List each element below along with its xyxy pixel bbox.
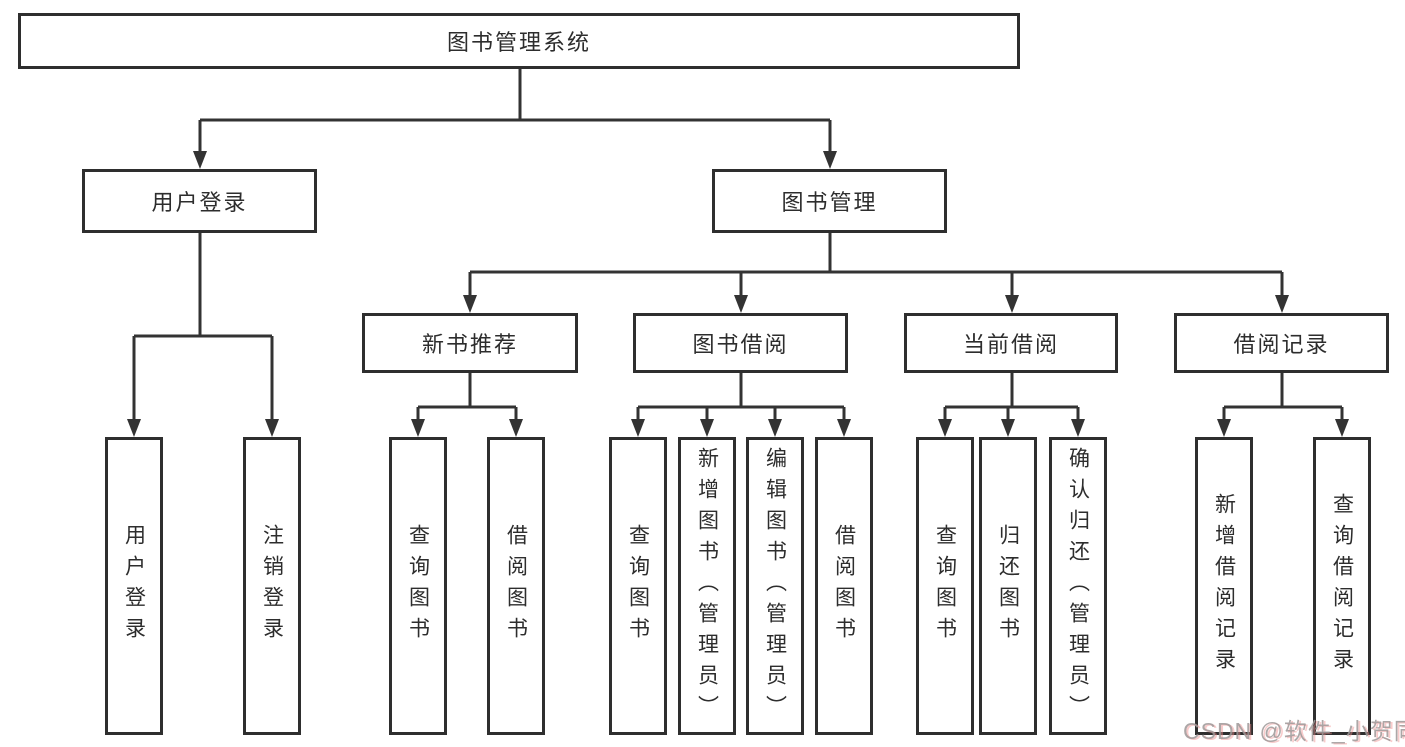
node-leaf-borrow-books-borrow-label: 借阅图书 <box>832 524 856 648</box>
node-leaf-logout: 注销登录 <box>243 437 301 735</box>
connector-records-to-leaves <box>1222 373 1344 421</box>
node-new-book-recommend: 新书推荐 <box>362 313 578 373</box>
node-leaf-add-book-admin-label: 新增图书（管理员） <box>695 446 719 726</box>
connector-currentborrow-to-leaves <box>943 373 1080 421</box>
node-leaf-confirm-return-admin: 确认归还（管理员） <box>1049 437 1107 735</box>
node-user-login: 用户登录 <box>82 169 317 233</box>
node-book-borrow: 图书借阅 <box>633 313 848 373</box>
node-current-borrow: 当前借阅 <box>904 313 1118 373</box>
connector-root-to-level1 <box>198 69 832 153</box>
node-leaf-add-borrow-record-label: 新增借阅记录 <box>1212 493 1236 679</box>
node-leaf-return-book-label: 归还图书 <box>996 524 1020 648</box>
node-leaf-logout-label: 注销登录 <box>260 524 284 648</box>
node-borrow-records: 借阅记录 <box>1174 313 1389 373</box>
arrowheads <box>127 151 1349 437</box>
connector-bookborrow-to-leaves <box>636 373 846 421</box>
node-book-borrow-label: 图书借阅 <box>692 332 789 357</box>
node-leaf-query-books-newbook-label: 查询图书 <box>406 524 430 648</box>
node-leaf-borrow-books-borrow: 借阅图书 <box>815 437 873 735</box>
connector-userlogin-to-leaves <box>132 233 274 421</box>
node-new-book-recommend-label: 新书推荐 <box>421 332 518 357</box>
node-leaf-query-borrow-record-label: 查询借阅记录 <box>1330 493 1354 679</box>
node-leaf-query-books-borrow: 查询图书 <box>609 437 667 735</box>
node-leaf-query-borrow-record: 查询借阅记录 <box>1313 437 1371 735</box>
node-book-management: 图书管理 <box>712 169 947 233</box>
node-leaf-add-borrow-record: 新增借阅记录 <box>1195 437 1253 735</box>
node-root: 图书管理系统 <box>18 13 1020 69</box>
node-leaf-edit-book-admin: 编辑图书（管理员） <box>746 437 804 735</box>
node-leaf-confirm-return-admin-label: 确认归还（管理员） <box>1066 446 1090 726</box>
node-leaf-query-books-borrow-label: 查询图书 <box>626 524 650 648</box>
csdn-watermark: CSDN @软件_小贺同学 <box>1183 718 1405 744</box>
node-book-management-label: 图书管理 <box>781 190 878 215</box>
node-root-label: 图书管理系统 <box>446 30 591 55</box>
node-leaf-return-book: 归还图书 <box>979 437 1037 735</box>
connector-bookmgmt-to-level2 <box>468 233 1284 297</box>
node-leaf-user-login-label: 用户登录 <box>122 524 146 648</box>
node-user-login-label: 用户登录 <box>151 190 248 215</box>
node-leaf-query-books-current: 查询图书 <box>916 437 974 735</box>
node-leaf-borrow-books-newbook: 借阅图书 <box>487 437 545 735</box>
node-leaf-edit-book-admin-label: 编辑图书（管理员） <box>763 446 787 726</box>
node-leaf-borrow-books-newbook-label: 借阅图书 <box>504 524 528 648</box>
node-leaf-query-books-current-label: 查询图书 <box>933 524 957 648</box>
node-current-borrow-label: 当前借阅 <box>962 332 1059 357</box>
node-leaf-user-login: 用户登录 <box>105 437 163 735</box>
node-leaf-query-books-newbook: 查询图书 <box>389 437 447 735</box>
node-borrow-records-label: 借阅记录 <box>1233 332 1330 357</box>
node-leaf-add-book-admin: 新增图书（管理员） <box>678 437 736 735</box>
connector-newbook-to-leaves <box>416 373 518 421</box>
